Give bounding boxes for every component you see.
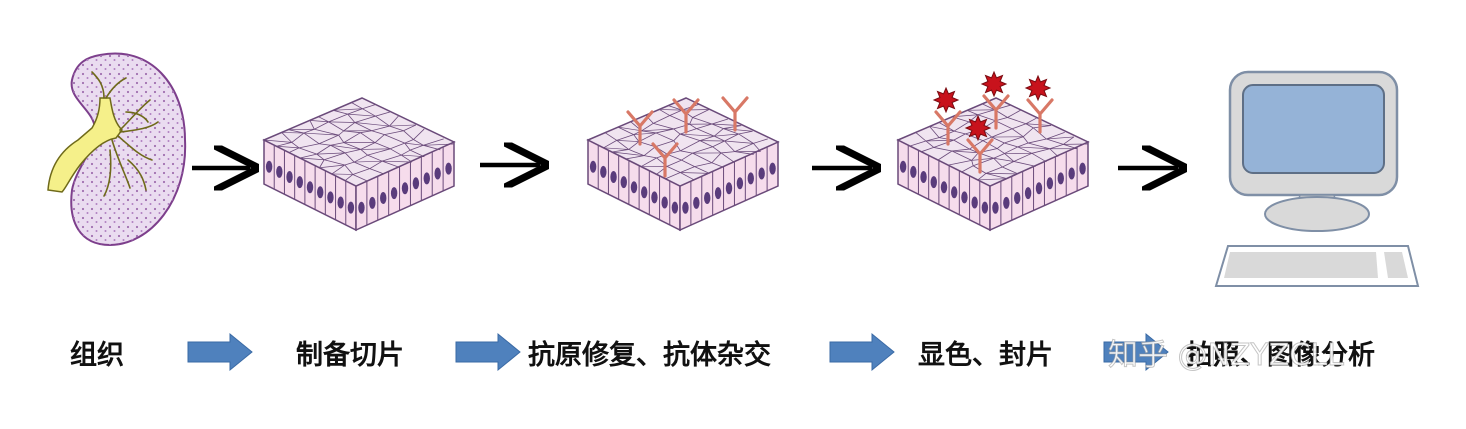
step-label-tissue: 组织	[70, 340, 124, 371]
block-arrow-4	[1103, 332, 1169, 372]
step-label-imaging: 拍照、图像分析	[1186, 340, 1375, 371]
kidney-illustration	[47, 52, 187, 247]
block-arrow-2	[455, 332, 521, 372]
block-arrow-3	[829, 332, 895, 372]
section-with-antibodies-illustration	[586, 96, 780, 232]
step-label-section-prep: 制备切片	[296, 340, 404, 371]
tissue-section-illustration	[262, 97, 456, 232]
block-arrows	[187, 332, 1169, 372]
step-label-antigen-retrieval: 抗原修复、抗体杂交	[528, 340, 771, 371]
step-label-staining: 显色、封片	[918, 340, 1053, 371]
watermark-text: 知乎 @NZYZCLL	[1108, 338, 1345, 374]
block-arrow-1	[187, 332, 253, 372]
computer-illustration	[1214, 70, 1420, 287]
section-stained-illustration	[896, 70, 1090, 232]
